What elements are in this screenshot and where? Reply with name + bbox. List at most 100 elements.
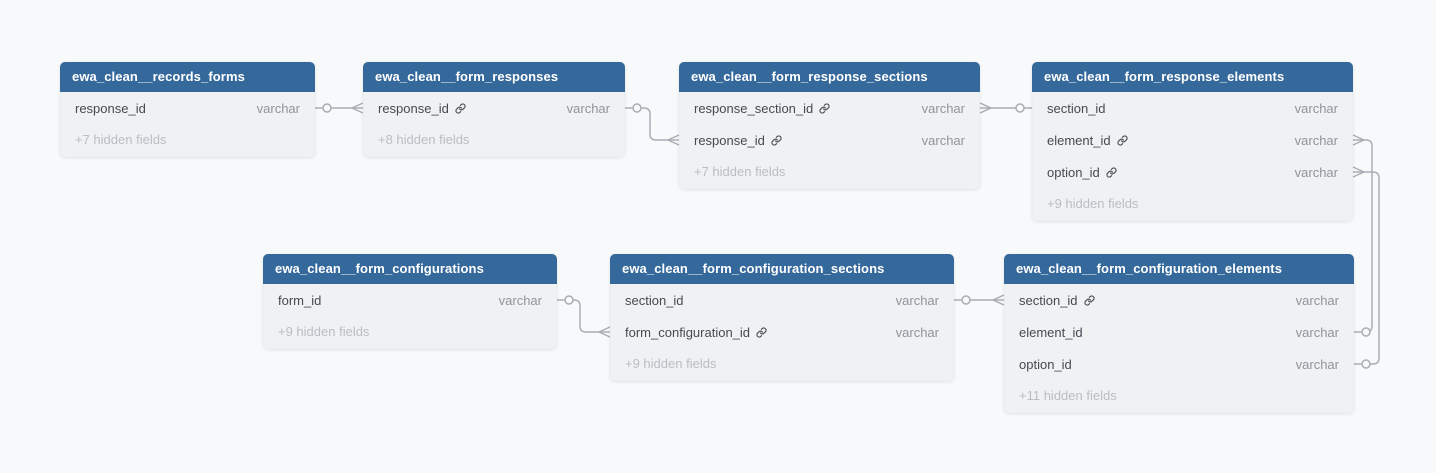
zero-or-one-circle-marker — [322, 103, 332, 113]
field-type: varchar — [921, 100, 965, 116]
field-type: varchar — [1295, 356, 1339, 372]
connector-form_response_elements-to-form_configuration_elements[interactable] — [1352, 166, 1380, 369]
field-name: element_id — [1047, 133, 1128, 148]
field-row-response_id[interactable]: response_id varchar — [61, 92, 314, 124]
field-row-element_id[interactable]: element_id varchar — [1033, 124, 1352, 156]
crowfoot-many-marker — [979, 102, 992, 114]
table-title-bar[interactable]: ewa_clean__form_configuration_sections — [610, 254, 954, 284]
relationship-line[interactable] — [557, 299, 610, 333]
hidden-fields-row[interactable]: +9 hidden fields — [278, 324, 370, 339]
table-title: ewa_clean__form_response_sections — [691, 69, 928, 84]
field-type: varchar — [895, 292, 939, 308]
table-title: ewa_clean__form_response_elements — [1044, 69, 1285, 84]
table-title: ewa_clean__form_configurations — [275, 261, 484, 276]
field-type: varchar — [1295, 292, 1339, 308]
field-type: varchar — [1294, 100, 1338, 116]
hidden-fields-row[interactable]: +9 hidden fields — [625, 356, 717, 371]
hidden-fields-row[interactable]: +9 hidden fields — [1047, 196, 1139, 211]
relationship-line[interactable] — [1353, 171, 1380, 365]
connector-records_forms-to-form_responses[interactable] — [315, 102, 364, 114]
connector-form_response_sections-to-form_response_elements[interactable] — [979, 102, 1032, 114]
field-type: varchar — [1294, 132, 1338, 148]
connector-form_configurations-to-form_configuration_sections[interactable] — [557, 295, 611, 338]
field-name: element_id — [1019, 325, 1083, 340]
zero-or-one-circle-marker — [564, 295, 574, 305]
zero-or-one-circle-marker — [1361, 359, 1371, 369]
connector-form_configuration_sections-to-form_configuration_elements[interactable] — [954, 294, 1005, 306]
field-name: form_id — [278, 293, 321, 308]
connector-form_responses-to-form_response_sections[interactable] — [625, 103, 680, 146]
field-name-text: response_id — [75, 100, 146, 116]
table-title-bar[interactable]: ewa_clean__form_response_sections — [679, 62, 980, 92]
field-name: section_id — [625, 293, 684, 308]
field-row-option_id[interactable]: option_id varchar — [1005, 348, 1353, 380]
field-type: varchar — [256, 100, 300, 116]
field-name: form_configuration_id — [625, 325, 767, 340]
field-name-text: form_configuration_id — [625, 324, 751, 340]
field-row-section_id[interactable]: section_id varchar — [1005, 284, 1353, 316]
zero-or-one-circle-marker — [1361, 327, 1371, 337]
field-row-option_id[interactable]: option_id varchar — [1033, 156, 1352, 188]
field-row-response_id[interactable]: response_id varchar — [364, 92, 624, 124]
field-name-text: option_id — [1047, 164, 1100, 180]
crowfoot-many-marker — [1352, 134, 1365, 146]
field-name-text: element_id — [1047, 132, 1111, 148]
foreign-key-link-icon — [1083, 294, 1095, 306]
field-name: response_id — [694, 133, 782, 148]
field-name-text: section_id — [625, 292, 684, 308]
foreign-key-link-icon — [1117, 134, 1128, 146]
hidden-fields-row[interactable]: +11 hidden fields — [1019, 388, 1117, 403]
field-row-response_id[interactable]: response_id varchar — [680, 124, 979, 156]
zero-or-one-circle-marker — [632, 103, 642, 113]
field-name-text: section_id — [1019, 292, 1078, 308]
crowfoot-many-marker — [1352, 166, 1365, 178]
table-title: ewa_clean__records_forms — [72, 69, 245, 84]
field-name-text: response_id — [694, 132, 765, 148]
crowfoot-many-marker — [667, 134, 680, 146]
table-title-bar[interactable]: ewa_clean__form_response_elements — [1032, 62, 1353, 92]
foreign-key-link-icon — [455, 102, 466, 114]
field-type: varchar — [1294, 164, 1338, 180]
hidden-fields-row[interactable]: +7 hidden fields — [694, 164, 786, 179]
foreign-key-link-icon — [1106, 166, 1117, 178]
field-name-text: option_id — [1019, 356, 1072, 372]
connector-form_response_elements-to-form_configuration_elements[interactable] — [1352, 134, 1373, 337]
field-type: varchar — [921, 132, 965, 148]
hidden-fields-row[interactable]: +8 hidden fields — [378, 132, 470, 147]
foreign-key-link-icon — [771, 134, 782, 146]
table-title: ewa_clean__form_configuration_sections — [622, 261, 885, 276]
table-title-bar[interactable]: ewa_clean__records_forms — [60, 62, 315, 92]
zero-or-one-circle-marker — [1015, 103, 1025, 113]
field-name: response_id — [378, 101, 466, 116]
relationship-line[interactable] — [625, 107, 679, 141]
hidden-fields-row[interactable]: +7 hidden fields — [75, 132, 167, 147]
field-name: section_id — [1019, 293, 1095, 308]
field-name-text: response_id — [378, 100, 449, 116]
table-form_responses[interactable]: ewa_clean__form_responses response_id varc… — [363, 62, 625, 157]
table-records_forms[interactable]: ewa_clean__records_forms response_id varch… — [60, 62, 315, 157]
field-type: varchar — [566, 100, 610, 116]
foreign-key-link-icon — [819, 102, 830, 114]
table-title-bar[interactable]: ewa_clean__form_configuration_elements — [1004, 254, 1354, 284]
table-title: ewa_clean__form_configuration_elements — [1016, 261, 1283, 276]
table-title-bar[interactable]: ewa_clean__form_responses — [363, 62, 625, 92]
table-title-bar[interactable]: ewa_clean__form_configurations — [263, 254, 557, 284]
field-row-section_id[interactable]: section_id varchar — [611, 284, 953, 316]
